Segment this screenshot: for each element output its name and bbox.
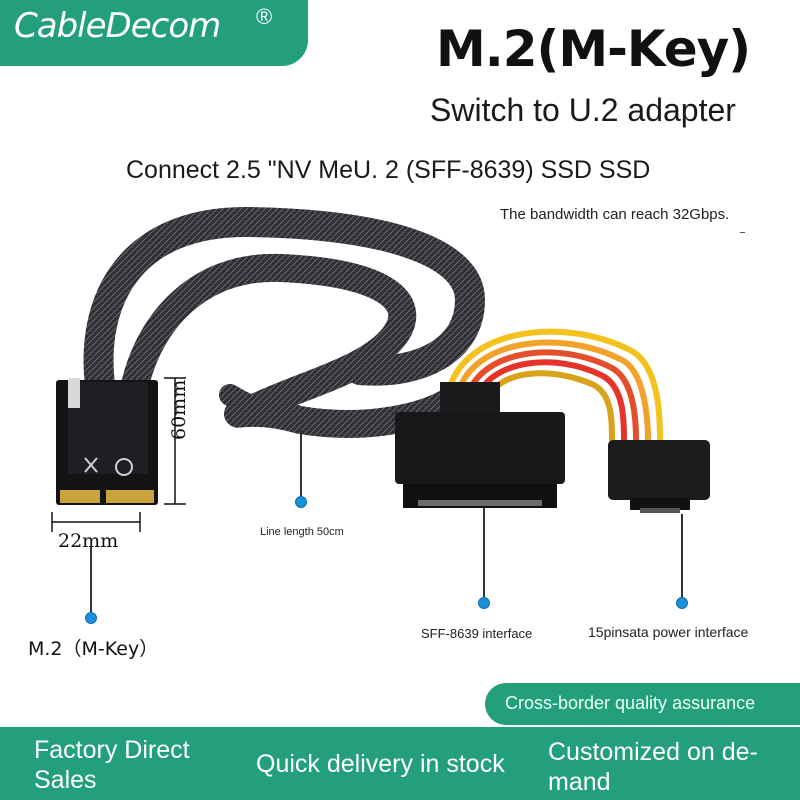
sata-power-connector	[608, 440, 710, 513]
m2-board	[56, 378, 158, 505]
line-length-label: Line length 50cm	[260, 526, 344, 538]
callout-dot-m2	[85, 612, 97, 624]
connect-description: Connect 2.5 "NV MeU. 2 (SFF-8639) SSD SS…	[126, 156, 651, 184]
m2-key-label: M.2（M-Key）	[28, 638, 159, 660]
quality-badge: Cross-border quality assurance	[485, 683, 800, 725]
width-dimension-label: 22mm	[58, 530, 119, 552]
callout-line-cable	[300, 430, 302, 496]
callout-line-m2	[90, 546, 92, 612]
bandwidth-note: The bandwidth can reach 32Gbps.	[500, 206, 730, 223]
sff-interface-label: SFF-8639 interface	[421, 626, 533, 641]
footer-quick-delivery: Quick delivery in stock	[256, 750, 505, 778]
callout-dot-sff	[478, 597, 490, 609]
feature-footer: Factory Direct Sales Quick delivery in s…	[0, 727, 800, 800]
footer-factory-direct: Factory Direct Sales	[34, 736, 190, 794]
page-title: M.2(M-Key)	[436, 20, 751, 78]
sff-8639-connector	[395, 382, 565, 508]
page-subtitle: Switch to U.2 adapter	[430, 92, 736, 128]
registered-mark: ®	[256, 4, 273, 29]
tick-mark	[740, 232, 745, 233]
callout-dot-cable	[295, 496, 307, 508]
callout-dot-power	[676, 597, 688, 609]
footer-customized: Customized on de-mand	[548, 738, 758, 796]
callout-line-power	[681, 514, 683, 598]
brand-logo: CableDecom	[14, 6, 221, 46]
power-interface-label: 15pinsata power interface	[588, 624, 749, 640]
brand-banner: CableDecom ®	[0, 0, 308, 66]
quality-badge-text: Cross-border quality assurance	[505, 693, 756, 713]
power-wires	[445, 328, 663, 443]
height-dimension-label: 60mm	[168, 379, 190, 440]
callout-line-sff	[483, 508, 485, 598]
braided-cable-outer	[83, 206, 486, 400]
dimension-lines	[51, 377, 186, 532]
